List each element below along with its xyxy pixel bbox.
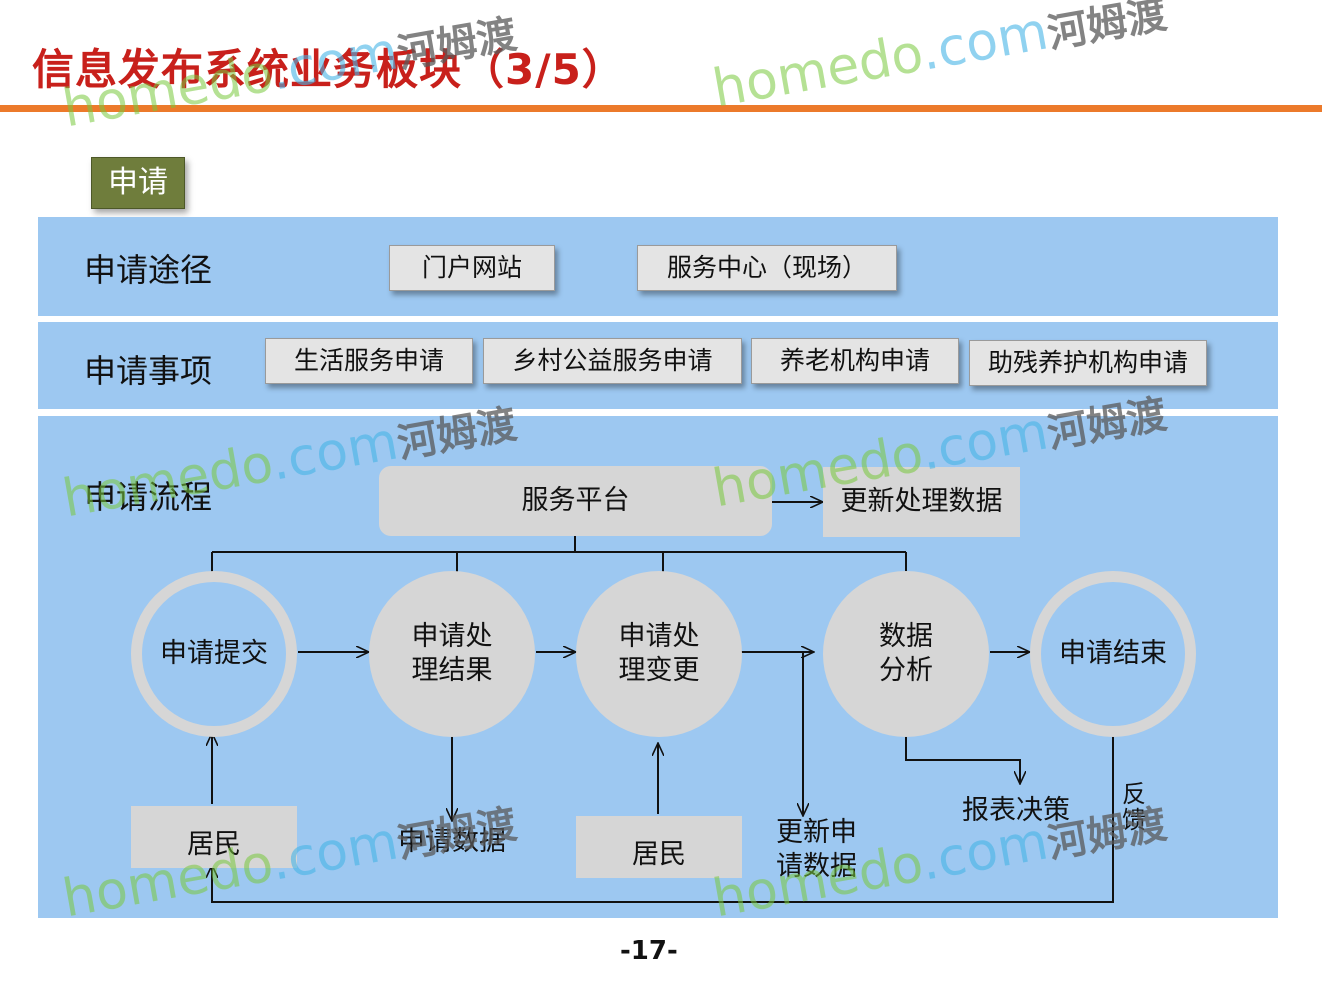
feedback-line2: 馈 [1122,806,1146,834]
node-change: 申请处理变更 [576,571,742,737]
service-platform-box: 服务平台 [379,466,772,536]
node-result-line2: 理结果 [411,655,493,686]
title-divider [0,105,1322,112]
band-label-channels: 申请途径 [84,251,213,289]
page-title: 信息发布系统业务板块（3/5） [32,45,625,94]
chip-life-service: 生活服务申请 [265,338,473,384]
node-submit: 申请提交 [131,571,297,737]
node-end-label: 申请结束 [1059,638,1167,669]
node-submit-label: 申请提交 [160,638,268,669]
chip-rural-welfare: 乡村公益服务申请 [483,338,742,384]
node-analysis-line2: 分析 [879,655,933,686]
node-change-line2: 理变更 [618,655,700,686]
feedback-label: 反 馈 [1122,781,1146,833]
resident-box-1: 居民 [131,806,297,868]
node-analysis: 数据分析 [823,571,989,737]
chip-service-center: 服务中心（现场） [637,245,897,291]
report-decision-label: 报表决策 [962,795,1070,826]
feedback-line1: 反 [1122,780,1146,808]
update-processing-data-box: 更新处理数据 [823,467,1020,537]
node-end: 申请结束 [1030,571,1196,737]
node-result-line1: 申请处 [411,621,493,652]
chip-elderly-institution: 养老机构申请 [751,338,959,384]
update-application-data-line2: 请数据 [776,851,857,882]
node-change-line1: 申请处 [618,621,700,652]
page-number: -17- [620,936,678,966]
chip-portal: 门户网站 [389,245,555,291]
section-tag: 申请 [91,157,185,209]
node-analysis-line1: 数据 [879,621,933,652]
application-data-label: 申请数据 [398,826,506,857]
band-label-matters: 申请事项 [84,352,213,390]
resident-box-2: 居民 [576,816,742,878]
update-application-data-label: 更新申 请数据 [776,816,857,884]
node-result: 申请处理结果 [369,571,535,737]
update-application-data-line1: 更新申 [776,817,857,848]
band-label-process: 申请流程 [84,478,213,516]
chip-disability-institution: 助残养护机构申请 [969,340,1207,386]
